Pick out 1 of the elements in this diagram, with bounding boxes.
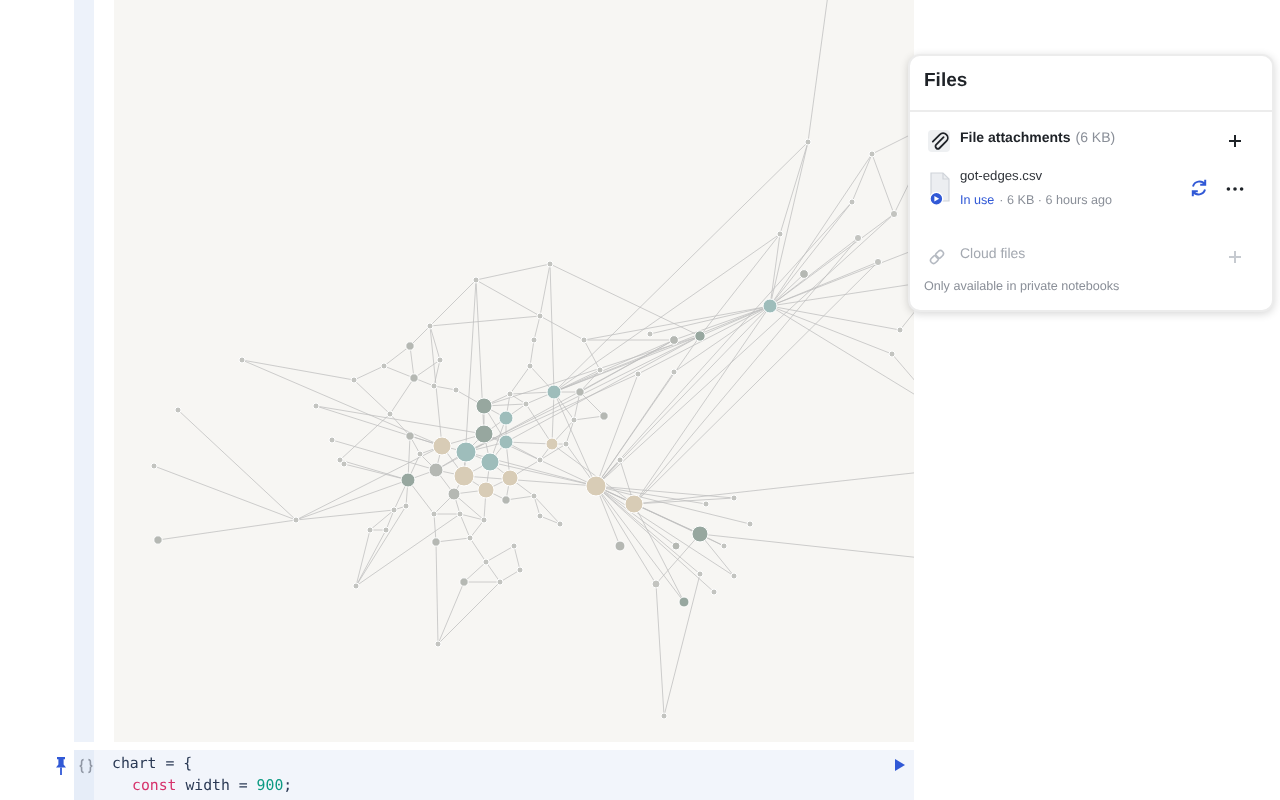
panel-title: Files — [924, 69, 968, 92]
